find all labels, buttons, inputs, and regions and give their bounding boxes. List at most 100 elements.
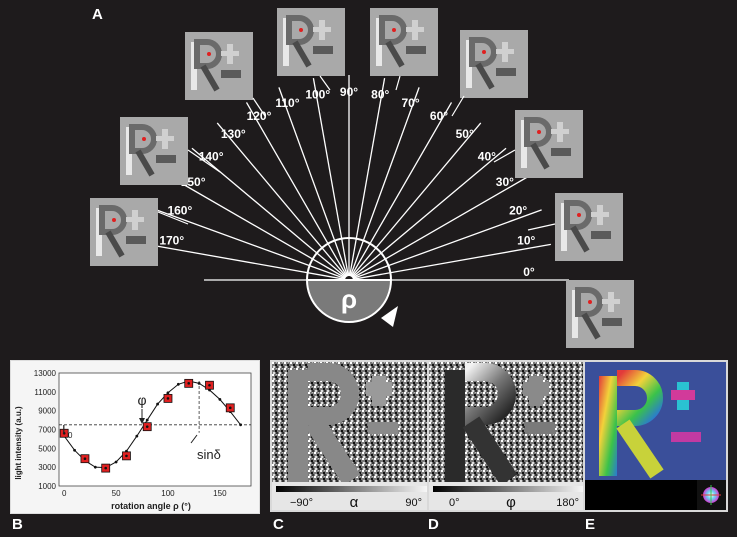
alpha-map-panel: −90° α 90° [270,360,438,512]
x-tick-label: 100 [161,489,175,498]
angle-ray [171,176,346,279]
x-tick-label: 50 [112,489,121,498]
angle-label: 170° [159,234,184,248]
y-tick-label: 13000 [34,369,57,378]
angle-ray [349,87,420,277]
rotation-fan-diagram: 0°10°20°30°40°50°60°70°80°90°100°110°120… [0,0,737,360]
angle-ray [278,87,349,277]
thumb-80 [370,8,438,76]
y-tick-label: 9000 [38,407,56,416]
angle-ray [349,78,386,277]
fit-point [135,434,139,438]
x-axis-label: rotation angle ρ (°) [111,501,191,511]
fit-point [156,402,159,406]
fit-point [197,381,201,385]
thumb-150 [120,117,188,185]
phi-r-stem [445,370,465,482]
thumb-20 [555,193,623,261]
i0-label: I [62,422,66,437]
plot-frame [58,372,252,487]
composite-r-bowl [617,370,663,426]
angle-label: 60° [430,109,448,123]
panel-a-letter: A [92,6,103,23]
composite-plus-horizontal [671,390,695,400]
i0-subscript: 0 [68,431,73,440]
angle-label: 140° [199,149,224,163]
angle-ray [352,176,527,279]
rotation-arrow-icon [381,306,398,327]
fit-point [239,423,243,427]
thumb-170 [90,198,158,266]
angle-rays [147,75,569,281]
angle-label: 70° [401,96,419,110]
data-point-center [104,466,108,470]
y-tick-label: 11000 [34,388,56,397]
data-point-center [228,406,232,410]
angle-ray [352,209,542,280]
sin-arrow [190,434,198,444]
angle-label: 90° [340,85,358,99]
angle-label: 120° [247,109,272,123]
data-point-center [62,431,66,435]
thumb-40 [515,110,583,178]
angle-ray [350,102,453,277]
angle-ray [191,147,347,278]
angle-label: 0° [523,265,535,279]
fit-curve [63,380,242,469]
data-point-center [125,454,128,458]
data-point-center [145,425,149,428]
angle-label: 100° [305,88,330,102]
y-tick-label: 1000 [38,482,56,491]
angle-label: 20° [509,203,527,217]
thumb-0 [566,280,634,348]
angle-label: 160° [167,203,192,217]
fit-point [218,397,222,401]
angle-label: 80° [371,88,389,102]
composite-minus [671,432,701,442]
phi-label: φ [137,392,146,408]
panel-d-letter: D [428,516,439,533]
fit-point [176,382,180,386]
fit-point [145,418,149,422]
thumb-100 [277,8,345,76]
x-tick-label: 0 [62,489,67,498]
sin-delta-label: sinδ [197,447,221,462]
thumb-120 [185,32,253,100]
thumb-60 [460,30,528,98]
alpha-r-stem [288,370,308,482]
angle-ray [351,122,482,278]
fit-point [166,391,170,395]
angle-label: 40° [478,149,496,163]
phi-arrowhead-icon [139,418,145,424]
phi-symbol: φ [506,494,516,510]
data-point-center [83,457,87,460]
angle-ray [312,78,349,277]
phi-r-leg [462,416,518,486]
composite-r-stem [599,376,617,476]
phi-scale-min: 0° [449,497,460,509]
alpha-r-leg [305,416,361,486]
phi-gradient [433,486,589,492]
alpha-scale-min: −90° [290,497,313,509]
angle-ray [351,147,507,278]
alpha-plus-horizontal [366,382,392,396]
y-tick-label: 5000 [38,444,56,453]
angle-label: 30° [496,175,514,189]
phi-map-panel: 0° φ 180° [427,360,595,512]
y-axis-label: light intensity (a.u.) [14,406,23,480]
angle-label: 130° [221,127,246,141]
alpha-gradient [276,486,432,492]
angle-ray [352,243,551,280]
fit-point [114,460,118,464]
angle-labels: 0°10°20°30°40°50°60°70°80°90°100°110°120… [159,85,535,279]
panel-e-letter: E [585,516,596,533]
color-composite-panel [583,360,728,512]
phi-plus-horizontal [523,382,549,396]
fit-point [73,448,76,452]
panel-c-letter: C [273,516,284,533]
angle-label: 110° [275,96,299,110]
alpha-minus [368,422,398,434]
panel-b-letter: B [12,516,23,533]
